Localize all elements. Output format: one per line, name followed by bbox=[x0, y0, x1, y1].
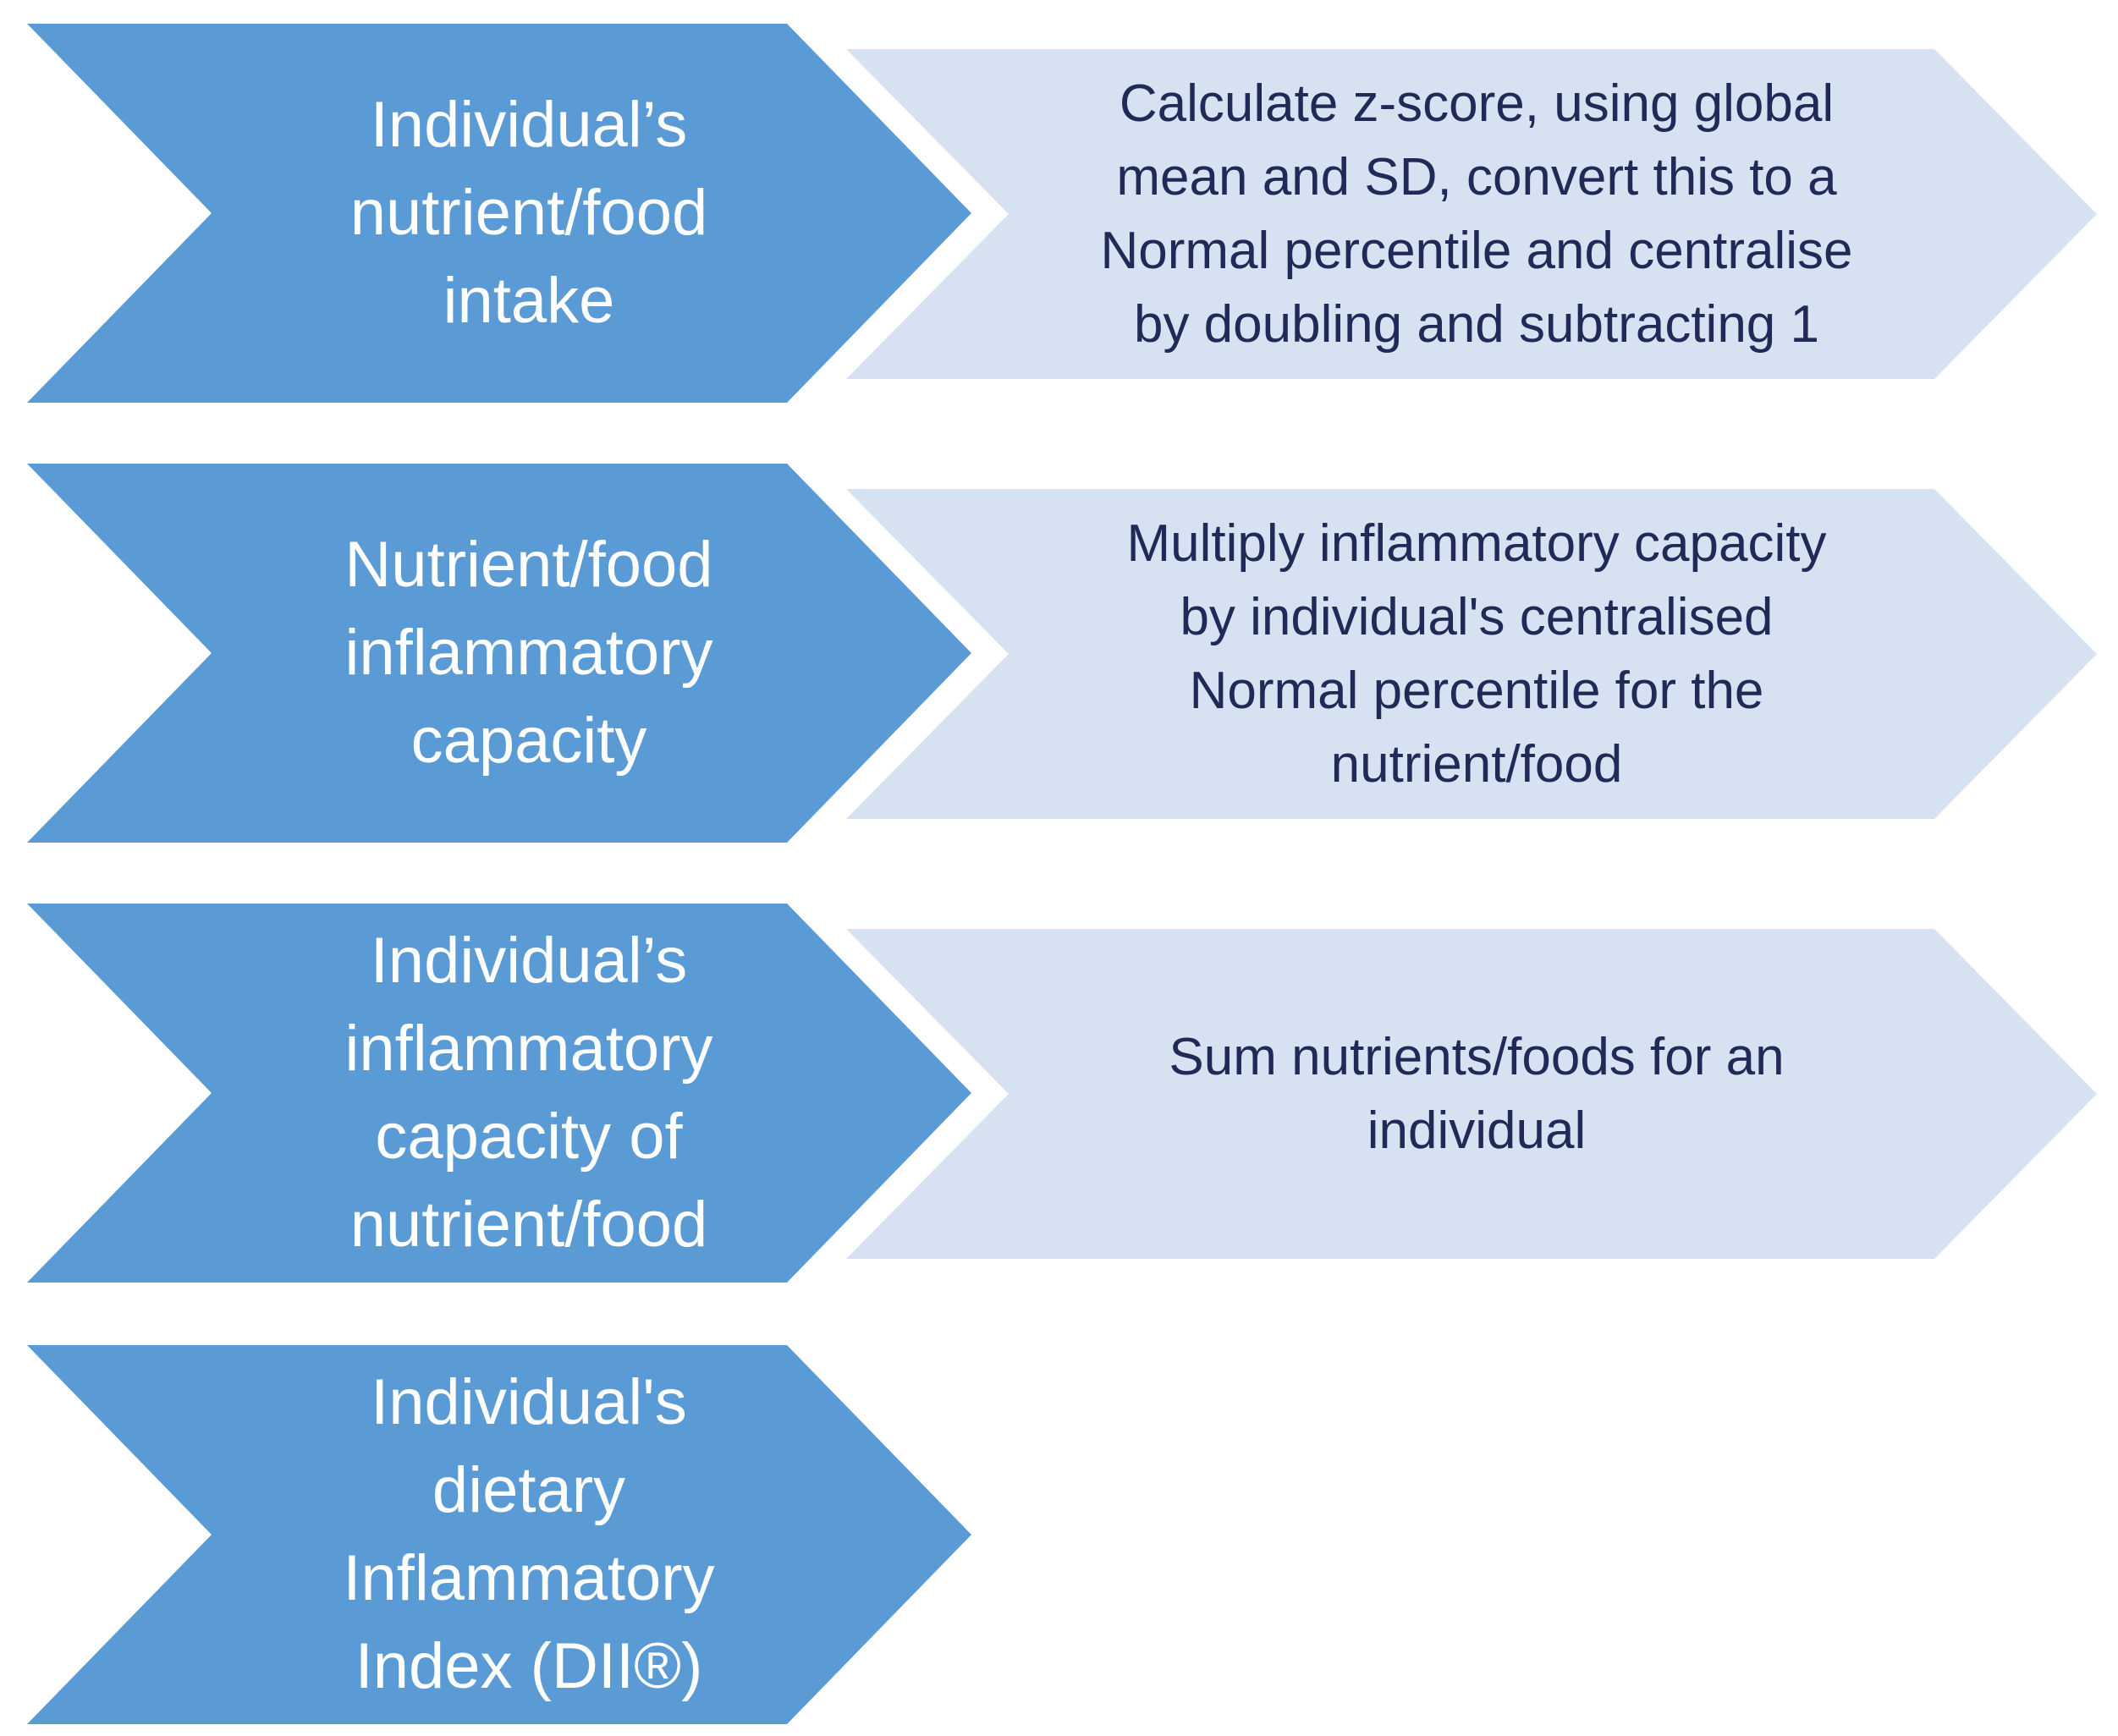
step-3-note: Sum nutrients/foods for an individual bbox=[1169, 1028, 1785, 1160]
step-1-note-chevron-shape bbox=[846, 49, 2097, 379]
step-2-note: Multiply inflammatory capacity by indivi… bbox=[1126, 514, 1827, 794]
step-3-chevron: Individual’s inflammatory capacity of nu… bbox=[27, 904, 971, 1283]
step-4-chevron-shape bbox=[27, 1345, 971, 1724]
step-2-label: Nutrient/food inflammatory capacity bbox=[344, 529, 713, 777]
step-2-chevron: Nutrient/food inflammatory capacity bbox=[27, 464, 971, 843]
step-3-note-chevron-shape bbox=[846, 929, 2097, 1259]
step-2-note-chevron: Multiply inflammatory capacity by indivi… bbox=[846, 489, 2097, 819]
step-3-note-chevron: Sum nutrients/foods for an individual bbox=[846, 929, 2097, 1259]
step-1-chevron: Individual’s nutrient/food intake bbox=[27, 24, 971, 403]
step-3-chevron-shape bbox=[27, 904, 971, 1283]
step-3-label: Individual’s inflammatory capacity of nu… bbox=[344, 925, 713, 1261]
step-2-chevron-shape bbox=[27, 464, 971, 843]
step-1-note: Calculate z-score, using global mean and… bbox=[1100, 74, 1853, 354]
step-4-chevron: Individual's dietary Inflammatory Index … bbox=[27, 1345, 971, 1724]
step-4-label: Individual's dietary Inflammatory Index … bbox=[343, 1366, 715, 1702]
step-1-label: Individual’s nutrient/food intake bbox=[349, 89, 708, 337]
step-1-note-chevron: Calculate z-score, using global mean and… bbox=[846, 49, 2097, 379]
step-1-chevron-shape bbox=[27, 24, 971, 403]
step-2-note-chevron-shape bbox=[846, 489, 2097, 819]
